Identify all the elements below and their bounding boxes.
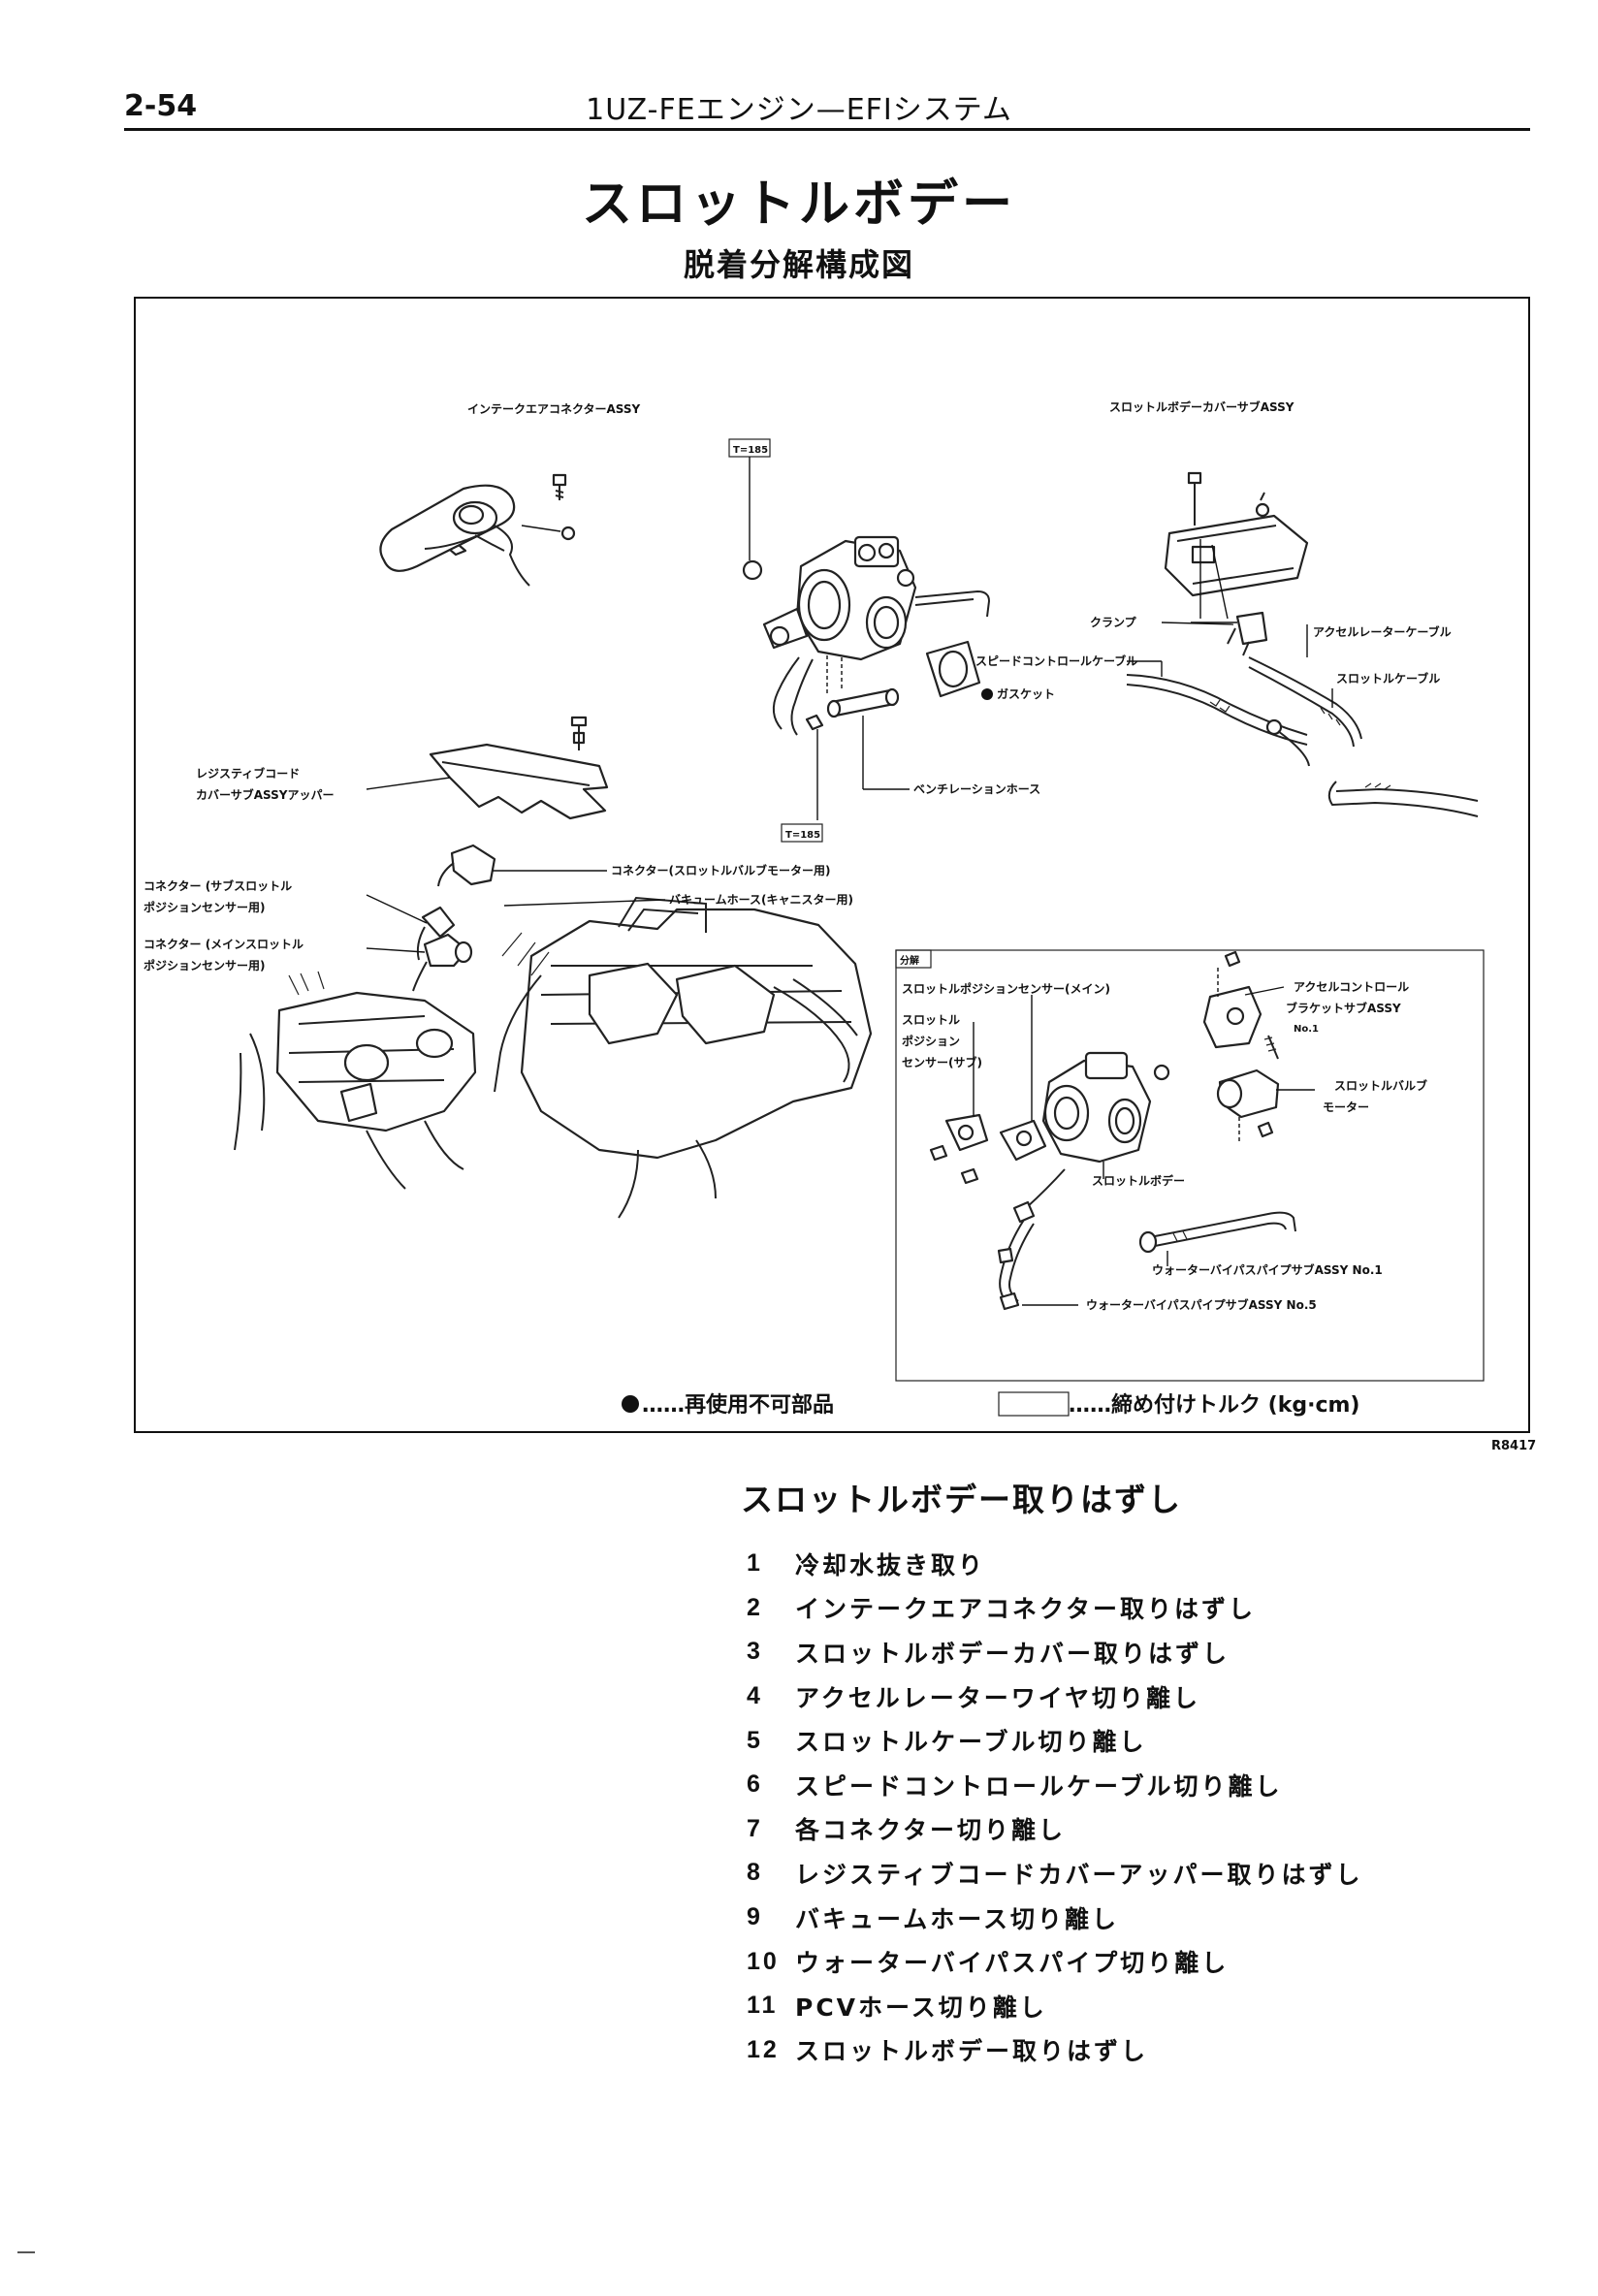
label-connector-main-2: ポジションセンサー用) <box>144 958 266 973</box>
label-connector-sub-1: コネクター (サブスロットル <box>144 878 292 893</box>
gasket-drawing <box>925 640 993 700</box>
step-item: 11 PCVホース切り離し <box>747 1984 1363 2028</box>
page-number: 2-54 <box>124 89 198 123</box>
step-text: バキュームホース切り離し <box>795 1904 1120 1933</box>
label-connector-sub-2: ポジションセンサー用) <box>144 900 266 914</box>
label-cover-assy: スロットルボデーカバーサブASSY <box>1109 399 1294 414</box>
label-resistive-cover-2: カバーサブASSYアッパー <box>196 787 334 802</box>
label-bracket-1: アクセルコントロール <box>1294 980 1409 994</box>
step-item: 12 スロットルボデー取りはずし <box>747 2028 1363 2073</box>
label-sensor-sub-2: ポジション <box>902 1034 960 1048</box>
section-heading: スロットルボデー取りはずし <box>741 1481 1182 1518</box>
throttle-body-drawing <box>762 535 991 736</box>
step-text: PCVホース切り離し <box>795 1993 1047 2022</box>
ventilation-hose-drawing <box>805 687 910 820</box>
non-reusable-dot <box>622 1395 639 1413</box>
label-ventilation-hose: ベンチレーションホース <box>913 782 1040 796</box>
step-item: 3 スロットルボデーカバー取りはずし <box>747 1630 1363 1674</box>
label-sensor-main: スロットルポジションセンサー(メイン) <box>902 981 1110 996</box>
label-connector-main-1: コネクター (メインスロットル <box>144 938 304 951</box>
label-valve-motor-1: スロットルバルブ <box>1334 1078 1427 1093</box>
label-water-pipe-5: ウォーターバイパスパイプサブASSY No.5 <box>1086 1297 1317 1312</box>
label-gasket: ガスケット <box>997 686 1055 701</box>
step-text: レジスティブコードカバーアッパー取りはずし <box>795 1860 1363 1889</box>
step-number: 2 <box>747 1593 763 1621</box>
label-connector-motor: コネクター(スロットルバルブモーター用) <box>611 863 831 877</box>
legend-torque-box <box>998 1391 1070 1417</box>
page-title: スロットルボデー <box>581 175 1016 234</box>
step-item: 10 ウォーターバイパスパイプ切り離し <box>747 1939 1363 1984</box>
step-item: 1 冷却水抜き取り <box>747 1542 1363 1586</box>
throttle-body-cover-drawing <box>1164 471 1309 620</box>
label-accel-cable: アクセルレーターケーブル <box>1313 624 1452 639</box>
label-resistive-cover-1: レジスティブコード <box>196 766 300 781</box>
label-clamp: クランプ <box>1090 615 1137 629</box>
legend-torque: ……締め付けトルク (kg·cm) <box>1069 1392 1359 1418</box>
label-disassembly-tag: 分解 <box>900 954 919 967</box>
step-item: 2 インテークエアコネクター取りはずし <box>747 1586 1363 1631</box>
label-speed-cable: スピードコントロールケーブル <box>975 654 1137 668</box>
step-text: スピードコントロールケーブル切り離し <box>795 1771 1283 1801</box>
connectors-drawing <box>412 844 496 992</box>
step-text: スロットルボデー取りはずし <box>795 2037 1149 2066</box>
exploded-view-diagram: インテークエアコネクターASSY スロットルボデーカバーサブASSY T=185… <box>144 399 1485 1418</box>
label-vacuum-hose: バキュームホース(キャニスター用) <box>669 893 853 907</box>
figure-code: R8417 <box>1491 1439 1537 1453</box>
cables-drawing <box>1126 611 1479 817</box>
running-title: 1UZ-FEエンジン—EFIシステム <box>586 93 1012 127</box>
step-number: 8 <box>747 1859 763 1887</box>
step-number: 5 <box>747 1726 763 1754</box>
label-bracket-2: ブラケットサブASSY <box>1286 1001 1401 1015</box>
label-throttle-body: スロットルボデー <box>1092 1173 1185 1188</box>
step-number: 3 <box>747 1638 763 1666</box>
label-sensor-sub-3: センサー(サブ) <box>902 1055 982 1069</box>
step-text: 各コネクター切り離し <box>795 1816 1067 1845</box>
intake-air-connector-drawing <box>379 473 576 587</box>
step-number: 10 <box>747 1947 780 1975</box>
step-item: 4 アクセルレーターワイヤ切り離し <box>747 1674 1363 1719</box>
disassembly-inset <box>895 949 1485 1382</box>
label-valve-motor-2: モーター <box>1323 1100 1369 1114</box>
step-number: 11 <box>747 1992 779 2020</box>
step-text: 冷却水抜き取り <box>795 1550 986 1579</box>
label-torque-2: T=185 <box>785 830 820 841</box>
label-bracket-no: No.1 <box>1294 1024 1319 1035</box>
engine-drawing <box>234 896 873 1219</box>
figure-frame <box>134 297 1530 1433</box>
step-text: ウォーターバイパスパイプ切り離し <box>795 1949 1230 1978</box>
step-text: スロットルボデーカバー取りはずし <box>795 1639 1230 1668</box>
step-text: スロットルケーブル切り離し <box>795 1728 1147 1757</box>
steps-list: 1 冷却水抜き取り 2 インテークエアコネクター取りはずし 3 スロットルボデーカバー… <box>747 1542 1363 2072</box>
step-number: 12 <box>747 2035 780 2063</box>
label-torque-1: T=185 <box>733 445 768 456</box>
resistive-cord-cover-drawing <box>429 716 609 820</box>
step-number: 9 <box>747 1903 763 1931</box>
step-item: 7 各コネクター切り離し <box>747 1807 1363 1852</box>
label-sensor-sub-1: スロットル <box>902 1013 960 1027</box>
step-text: アクセルレーターワイヤ切り離し <box>795 1683 1201 1712</box>
label-intake-connector: インテークエアコネクターASSY <box>467 402 641 416</box>
step-item: 9 バキュームホース切り離し <box>747 1896 1363 1940</box>
legend-non-reusable: ……再使用不可部品 <box>642 1392 834 1418</box>
step-item: 8 レジスティブコードカバーアッパー取りはずし <box>747 1851 1363 1896</box>
step-number: 6 <box>747 1770 763 1799</box>
label-throttle-cable: スロットルケーブル <box>1336 671 1440 686</box>
step-item: 5 スロットルケーブル切り離し <box>747 1718 1363 1763</box>
step-number: 1 <box>747 1549 763 1578</box>
step-item: 6 スピードコントロールケーブル切り離し <box>747 1763 1363 1807</box>
label-water-pipe-1: ウォーターバイパスパイプサブASSY No.1 <box>1152 1262 1383 1277</box>
step-text: インテークエアコネクター取りはずし <box>795 1595 1257 1624</box>
step-number: 7 <box>747 1814 763 1842</box>
header-rule <box>124 128 1530 131</box>
step-number: 4 <box>747 1682 763 1710</box>
page-subtitle: 脱着分解構成図 <box>683 246 914 283</box>
margin-mark <box>17 2251 35 2253</box>
